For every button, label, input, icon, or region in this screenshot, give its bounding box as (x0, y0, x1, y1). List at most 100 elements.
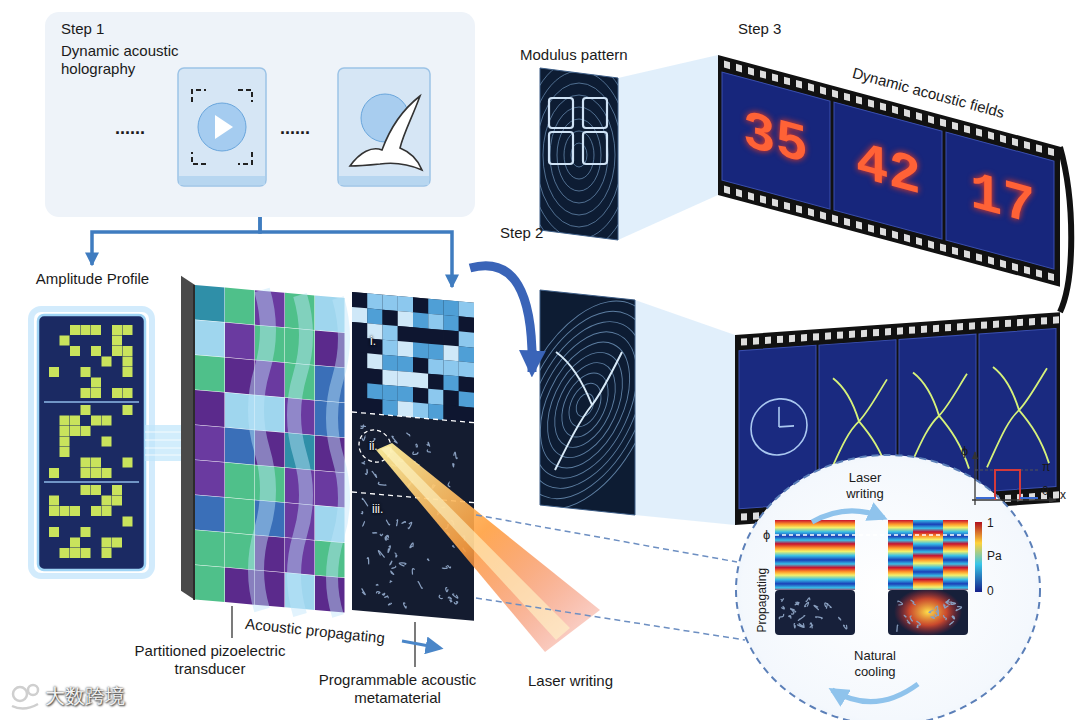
transducer-element (225, 463, 255, 500)
domain-squiggle (825, 603, 832, 608)
field-map (888, 520, 968, 590)
modulus-pattern: Modulus pattern (510, 40, 640, 245)
sprocket-hole (969, 322, 975, 329)
zoom-inset: Laser writingPropagatingNatural cooling (735, 455, 1045, 720)
amplitude-cell (123, 517, 133, 527)
sprocket-hole (957, 323, 963, 330)
amplitude-cell (60, 336, 70, 346)
modulus-contour (557, 119, 601, 191)
domain-squiggle (454, 601, 458, 604)
sprocket-hole (861, 330, 867, 337)
transducer-element (195, 495, 225, 532)
amplitude-cell (60, 437, 70, 447)
amplitude-cell (70, 548, 80, 558)
meta-cell (444, 375, 459, 391)
sprocket-hole (844, 93, 850, 102)
amplitude-cell (91, 378, 101, 388)
amplitude-cell (102, 506, 112, 516)
meta-cell (383, 385, 398, 401)
panel-title: Dynamic acoustic fields (850, 64, 1006, 122)
amplitude-cell (49, 496, 59, 506)
domain-squiggle (362, 589, 365, 595)
art-shape (352, 292, 474, 621)
meta-cell (367, 293, 382, 309)
digit-outline (583, 132, 607, 164)
sprocket-hole (837, 331, 843, 338)
amplitude-cell (102, 496, 112, 506)
amplitude-cell (102, 538, 112, 548)
art-shape (195, 285, 345, 613)
modulus-contour (482, 278, 688, 532)
domain-squiggle (797, 625, 804, 628)
domain-squiggle (412, 569, 414, 575)
domain-squiggle (386, 520, 389, 525)
field-map (775, 520, 855, 590)
sprocket-hole (976, 253, 982, 262)
amplitude-cell (81, 485, 91, 495)
watermark: 大数跨境 (45, 684, 125, 708)
metamaterial (352, 292, 474, 621)
art-shape (13, 687, 27, 701)
domain-squiggle (816, 617, 823, 619)
domain-squiggle (814, 605, 818, 609)
domain-squiggle (449, 600, 452, 602)
amplitude-cell (102, 468, 112, 478)
meta-cell (383, 295, 398, 311)
domain-squiggle (952, 616, 955, 619)
amplitude-cell (123, 458, 133, 468)
meta-cell (367, 368, 382, 384)
domain-squiggle (907, 620, 910, 624)
domain-squiggle (798, 615, 805, 620)
step-panel: Step 1Dynamic acoustic holography (45, 12, 475, 217)
domain-squiggle (362, 498, 367, 505)
amplitude-cell (81, 468, 91, 478)
projection-beam (618, 55, 718, 240)
amplitude-cell (60, 416, 70, 426)
panel-title: Dynamic acoustic holography (61, 42, 191, 78)
meta-cell (428, 404, 443, 420)
sprocket-hole (964, 125, 970, 134)
sprocket-hole (885, 328, 891, 335)
meta-cell (428, 374, 443, 390)
meta-cell (444, 345, 459, 361)
amplitude-cell (112, 388, 122, 398)
art-shape (718, 55, 1060, 287)
sprocket-hole (868, 99, 874, 108)
amplitude-cell (60, 426, 70, 436)
part-label: Partitioned pizoelectric transducer (125, 642, 295, 678)
amplitude-cell (60, 447, 70, 457)
domain-squiggle (442, 566, 447, 569)
meta-cell (428, 389, 443, 405)
meta-cell (444, 330, 459, 346)
sprocket-hole (849, 331, 855, 338)
domain-squiggle (413, 452, 418, 455)
amplitude-cell (91, 468, 101, 478)
sprocket-hole (904, 109, 910, 118)
projection-beam (635, 300, 735, 525)
leader-line (231, 606, 232, 638)
amplitude-cell (81, 325, 91, 335)
film-strip (718, 55, 1060, 287)
zoom-leader (476, 515, 745, 640)
domain-squiggle (376, 584, 378, 585)
amplitude-cell (102, 357, 112, 367)
amplitude-cell (70, 416, 80, 426)
axis-tick: 0 (1042, 484, 1049, 498)
amplitude-cell (102, 437, 112, 447)
meta-cell (444, 405, 459, 421)
sprocket-hole (784, 77, 790, 86)
amplitude-cell (123, 357, 133, 367)
axis-tick: π (1042, 460, 1050, 474)
domain-squiggle (454, 452, 458, 459)
domain-squiggle (453, 463, 455, 467)
meta-cell (459, 376, 474, 392)
domain-squiggle (448, 565, 451, 567)
modulus-contour (532, 341, 637, 470)
amplitude-cell (60, 506, 70, 516)
domain-squiggle (410, 543, 413, 548)
sprocket-hole (904, 234, 910, 243)
part-label: Laser writing (528, 672, 613, 690)
domain-squiggle (418, 582, 422, 589)
step-panel (45, 12, 475, 217)
domain-squiggle (395, 553, 398, 557)
